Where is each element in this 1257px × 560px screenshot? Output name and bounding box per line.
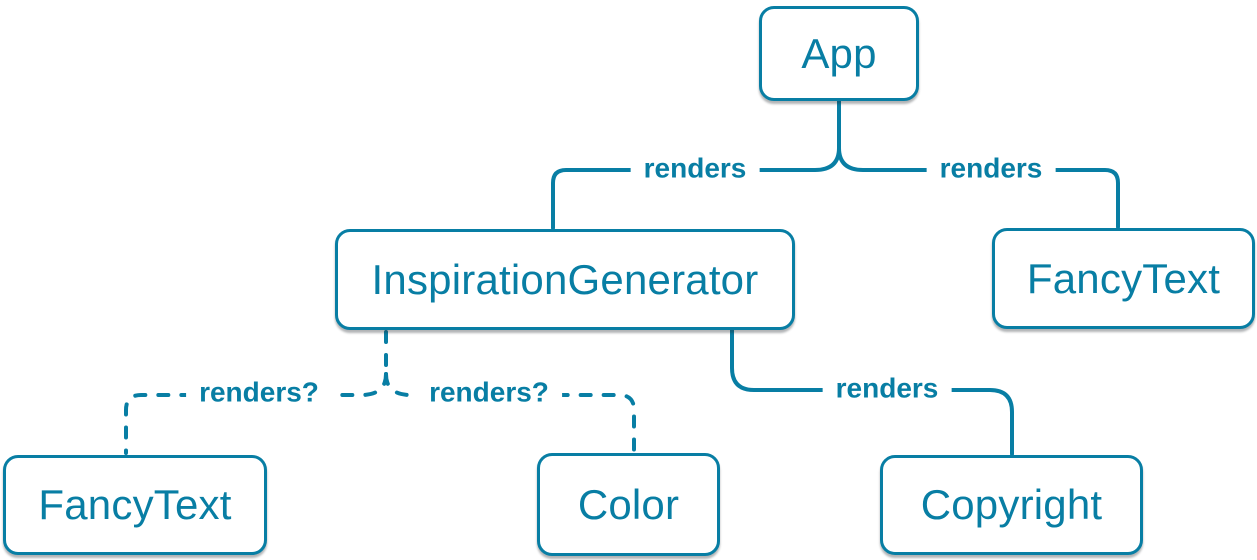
edge-app-inspiration-generator-line [551, 146, 841, 230]
edge-label-app-inspiration-generator: renders [630, 152, 760, 186]
node-app: App [759, 6, 919, 101]
node-fancy-text-bottom: FancyText [3, 455, 267, 555]
edge-inspiration-generator-fancy-text-line [124, 372, 388, 455]
edge-app-fancy-text-line [837, 146, 1120, 229]
node-inspiration-generator: InspirationGenerator [335, 229, 795, 330]
edge-label-app-fancy-text: renders [926, 152, 1056, 186]
edge-label-inspiration-generator-fancy-text: renders? [186, 376, 332, 410]
node-color: Color [537, 453, 720, 556]
node-fancy-text-top: FancyText [992, 228, 1255, 329]
edge-label-inspiration-generator-copyright: renders [822, 372, 952, 406]
edge-inspiration-generator-color-line [384, 372, 636, 453]
edge-label-inspiration-generator-color: renders? [416, 376, 562, 410]
node-copyright: Copyright [880, 455, 1143, 555]
